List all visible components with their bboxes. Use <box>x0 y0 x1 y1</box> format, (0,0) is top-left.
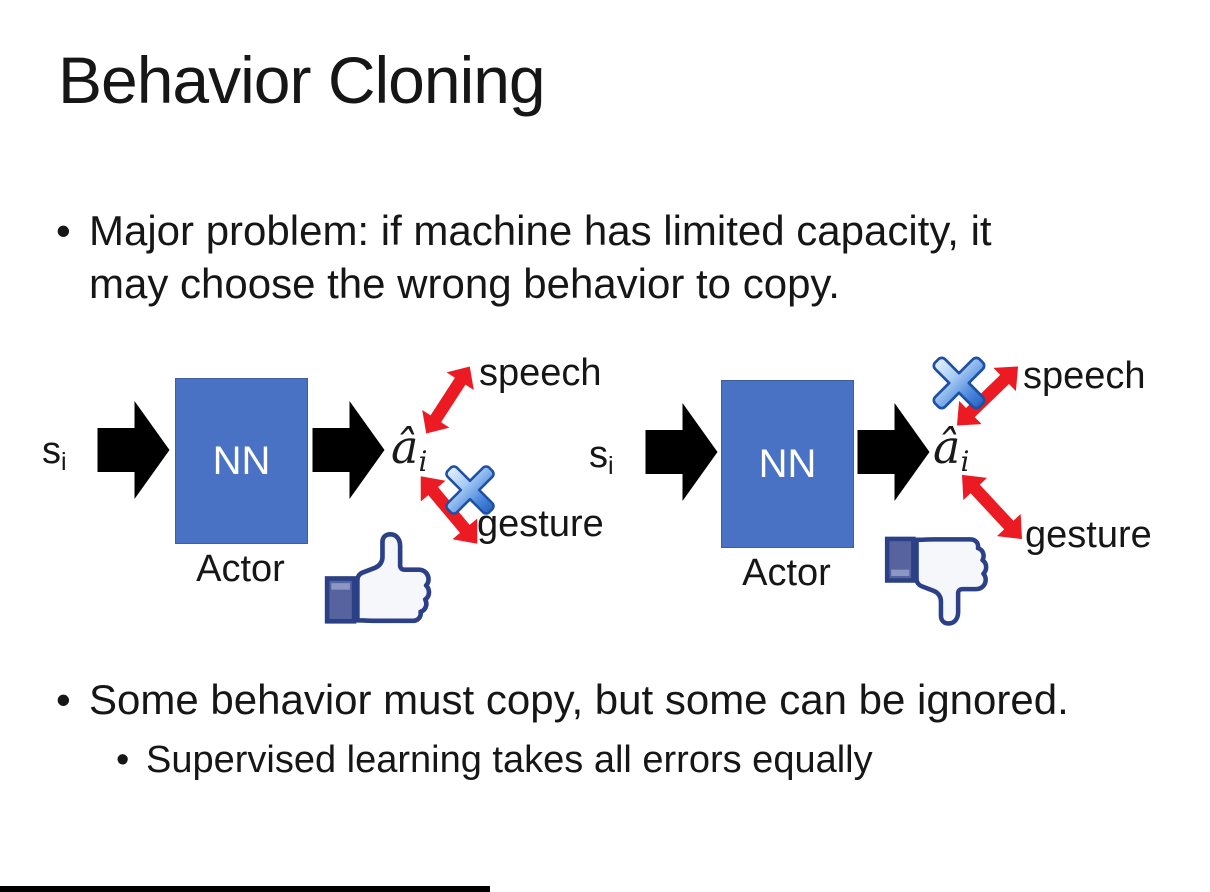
left-output-sub: i <box>418 445 428 478</box>
slide-title: Behavior Cloning <box>58 43 546 117</box>
right-gesture-label: gesture <box>1025 514 1152 556</box>
bullet-supervised-learning: • Supervised learning takes all errors e… <box>116 736 873 784</box>
bullet-glyph: • <box>116 739 130 781</box>
right-output-sub: i <box>960 445 970 478</box>
right-flow-arrow-in-icon <box>645 403 718 501</box>
right-output-a-hat: â <box>933 420 961 474</box>
left-output-a-hat: â <box>391 420 419 474</box>
right-input-label: si <box>589 434 614 481</box>
bottom-edge-line <box>0 886 490 892</box>
bullet-line-2: may choose the wrong behavior to copy. <box>89 260 840 307</box>
thumbs-down-icon <box>884 536 989 626</box>
bullet-text: Supervised learning takes all errors equ… <box>146 739 873 781</box>
right-actor-label: Actor <box>742 552 831 594</box>
right-input-s: s <box>589 434 608 476</box>
left-flow-arrow-out-icon <box>312 401 385 499</box>
left-speech-label: speech <box>479 352 602 394</box>
left-speech-double-arrow-icon <box>422 366 474 434</box>
left-cross-out-icon <box>445 465 495 515</box>
right-speech-label: speech <box>1023 355 1146 397</box>
left-input-s: s <box>42 430 61 472</box>
bullet-glyph: • <box>56 676 71 723</box>
left-nn-box: NN <box>175 378 308 544</box>
right-cross-out-icon <box>932 356 986 410</box>
right-nn-box: NN <box>721 380 854 548</box>
bullet-text: Major problem: if machine has limited ca… <box>89 204 992 310</box>
left-output-label: âi <box>391 420 427 478</box>
left-actor-label: Actor <box>196 548 285 590</box>
right-flow-arrow-out-icon <box>857 403 930 501</box>
right-gesture-double-arrow-icon <box>961 474 1023 540</box>
left-input-sub: i <box>61 448 67 476</box>
bullet-glyph: • <box>56 207 71 254</box>
bullet-text: Some behavior must copy, but some can be… <box>89 676 1069 723</box>
right-speech-double-arrow-icon <box>956 366 1019 426</box>
bullet-major-problem: • Major problem: if machine has limited … <box>56 204 992 310</box>
left-gesture-label: gesture <box>477 503 604 545</box>
right-nn-label: NN <box>758 441 817 486</box>
left-input-label: si <box>42 430 67 477</box>
bullet-line-1: Major problem: if machine has limited ca… <box>89 207 992 254</box>
thumbs-up-icon <box>324 532 432 624</box>
bullet-some-behavior: • Some behavior must copy, but some can … <box>56 673 1069 726</box>
right-output-label: âi <box>933 420 969 478</box>
right-input-sub: i <box>608 452 614 480</box>
left-nn-label: NN <box>212 438 271 483</box>
left-flow-arrow-in-icon <box>97 401 170 499</box>
